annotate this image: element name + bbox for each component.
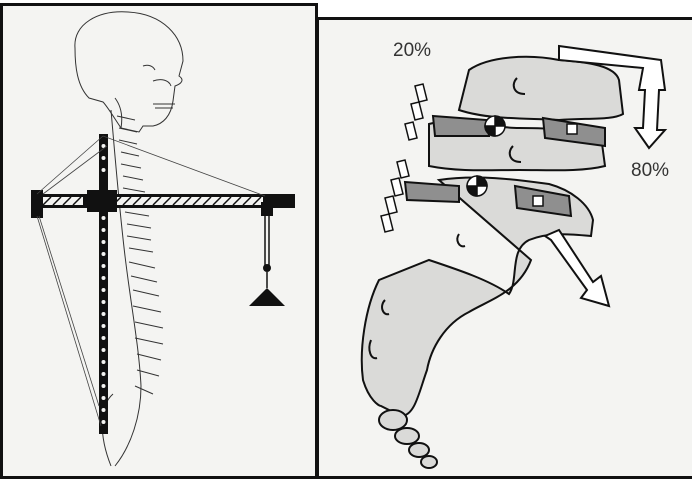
- crane-spine-panel: [0, 3, 318, 479]
- lumbar-segment-diagram: [319, 20, 692, 476]
- crane-spine-diagram: [3, 6, 315, 476]
- crane-mast: [99, 134, 108, 434]
- left-load-percentage: 20%: [393, 40, 431, 62]
- crane-hoist-load: [249, 216, 285, 306]
- vertebra-bones: [362, 57, 623, 416]
- lumbar-load-panel: 20% 80%: [316, 17, 692, 479]
- right-load-percentage: 80%: [631, 160, 669, 182]
- crane-jib: [31, 190, 295, 218]
- skull-outline: [75, 12, 183, 132]
- force-arrow-diagonal: [545, 230, 609, 306]
- coccyx: [379, 410, 437, 468]
- vertebral-column: [102, 110, 163, 466]
- anterior-ligament-marks: [381, 84, 427, 232]
